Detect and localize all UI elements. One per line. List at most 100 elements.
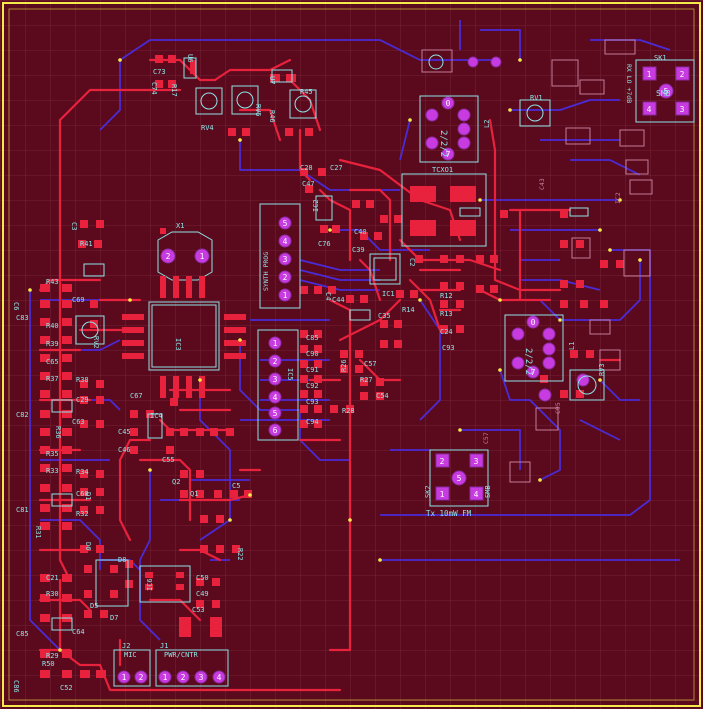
d6-label: D6 <box>84 542 92 550</box>
c47-label: C47 <box>302 180 315 188</box>
pwr-pin3-label: 3 <box>199 673 204 682</box>
synth-prog-label: SYNTH PROG <box>262 252 270 291</box>
bottom-ic-label: IC2 <box>614 192 622 204</box>
ic1-body <box>373 257 397 281</box>
c39-label: C39 <box>352 246 365 254</box>
mic-label: MIC <box>124 651 137 659</box>
c53-label: C53 <box>192 606 205 614</box>
ic3-label: IC3 <box>174 338 182 351</box>
c83-label: C83 <box>16 314 29 322</box>
d1-label: D1 <box>84 492 92 500</box>
sk2-outline <box>429 449 489 507</box>
c74-label: C74 <box>150 82 158 95</box>
sk2-pin1-label: 1 <box>440 490 445 499</box>
r33-label: R33 <box>46 467 59 475</box>
ic5-pin2-label: 2 <box>273 357 278 366</box>
bottom-c43-label: C43 <box>538 178 546 190</box>
r12-label: R12 <box>440 292 453 300</box>
pwr-pin2-label: 2 <box>181 673 186 682</box>
r45-label: R45 <box>300 88 313 96</box>
mic-pin1-label: 1 <box>122 673 127 682</box>
r41-label: R41 <box>80 240 93 248</box>
c54-label: C54 <box>376 392 389 400</box>
c50-label: C50 <box>196 574 209 582</box>
r15-outline <box>349 309 371 321</box>
c57-label: C57 <box>364 360 377 368</box>
ic5-outline <box>257 329 299 441</box>
c93-label: C93 <box>442 344 455 352</box>
l2-pin7-label: 7 <box>446 150 451 159</box>
x1-pin1-label: 1 <box>200 252 205 261</box>
r-tcxo-outline <box>459 207 481 217</box>
sk2-pin3-label: 3 <box>474 457 479 466</box>
c45-label: C45 <box>118 428 131 436</box>
rv2-label: RV2 <box>92 336 100 349</box>
c85-label: C85 <box>16 630 29 638</box>
c69-label: C69 <box>72 296 85 304</box>
ic2-outline <box>315 195 333 221</box>
ic6-label: IC6 <box>146 578 154 591</box>
ic5-pin5-label: 5 <box>273 409 278 418</box>
c67-label: C67 <box>130 392 143 400</box>
r22-label: R22 <box>236 548 244 561</box>
j1-label: J1 <box>160 642 168 650</box>
l2-kit-label: 2/2/2 <box>438 130 448 157</box>
c21-label: C21 <box>46 574 59 582</box>
sk1-pin4-label: 4 <box>647 105 652 114</box>
ic6-pads <box>145 572 184 590</box>
rv1-outline <box>519 99 551 127</box>
r27-label: R27 <box>360 376 373 384</box>
c90-label: C90 <box>306 350 319 358</box>
r34-label: R34 <box>76 468 89 476</box>
bottom-c95-label: C95 <box>554 402 562 414</box>
sk2-pin2-label: 2 <box>440 457 445 466</box>
c93b-label: C93 <box>306 398 319 406</box>
pwr-cntr-label: PWR/CNTR <box>164 651 199 659</box>
c86-label: C86 <box>12 680 20 693</box>
c49-label: C49 <box>196 590 209 598</box>
d8-label: D8 <box>118 556 126 564</box>
ic4-outline <box>147 413 163 439</box>
c60-label: C60 <box>76 490 89 498</box>
c64-label: C64 <box>72 628 85 636</box>
c4-label: C4 <box>324 292 332 300</box>
pwr-outline <box>155 649 229 687</box>
rv1-knob <box>526 104 544 122</box>
synth-prog-outline <box>259 203 301 309</box>
c55-label: C55 <box>162 456 175 464</box>
x1-pin2-label: 2 <box>166 252 171 261</box>
c5-label: C5 <box>232 482 240 490</box>
ic2-label: IC2 <box>312 199 320 212</box>
x1-label: X1 <box>176 222 184 230</box>
u7-outline <box>271 69 293 83</box>
d5-label: D5 <box>90 602 98 610</box>
c94-label: C94 <box>306 418 319 426</box>
c6-label: C6 <box>12 302 20 310</box>
ic5-pin3-label: 3 <box>273 375 278 384</box>
pwr-pin4-label: 4 <box>217 673 222 682</box>
l1-kit-label: 2/2/2 <box>523 348 533 375</box>
bottom-c57-label: C57 <box>482 432 490 444</box>
rv4-knob <box>200 92 218 110</box>
c24-label: C24 <box>440 328 453 336</box>
ic4-label: IC4 <box>150 412 163 420</box>
rv2-outline <box>75 315 105 345</box>
c73-label: C73 <box>153 68 166 76</box>
top-silkscreen <box>51 57 695 687</box>
r32-label: R32 <box>76 510 89 518</box>
rv3-label: RV3 <box>598 363 606 376</box>
sk1-type-label: SMB <box>656 89 671 98</box>
l1-pin7-label: 7 <box>531 368 536 377</box>
sk1-pin2-label: 2 <box>680 70 685 79</box>
rv-trim-outline <box>289 89 317 119</box>
c40-label: C40 <box>354 228 367 236</box>
synth-pin5-label: 5 <box>283 219 288 228</box>
l2-label: L2 <box>483 120 491 128</box>
l1-pin0-label: 0 <box>531 318 536 327</box>
sk1-pin5-label: 5 <box>664 87 669 96</box>
c76-label: C76 <box>318 240 331 248</box>
r31-label: R31 <box>34 526 42 539</box>
c3-label: C3 <box>70 222 78 230</box>
rv5-label: RV5 <box>254 104 262 117</box>
